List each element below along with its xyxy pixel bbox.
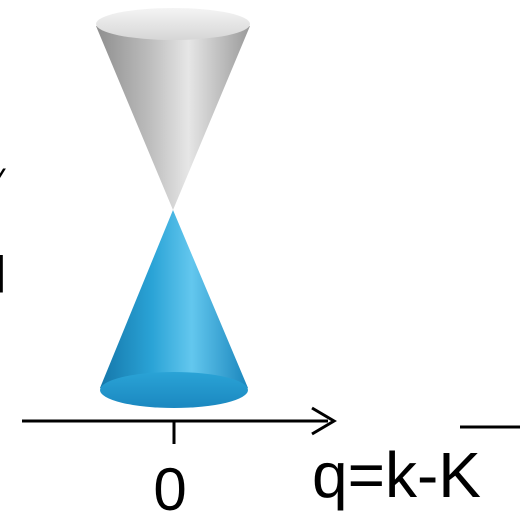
conduction-band-cone: [96, 8, 250, 210]
left-edge-glyph-bar: |: [0, 249, 6, 293]
lower-cone-base: [100, 372, 248, 408]
upper-cone-body: [96, 26, 250, 210]
left-edge-glyph-slash: ∕: [0, 161, 6, 205]
horizontal-axis: [22, 406, 337, 444]
lower-cone-body: [100, 210, 248, 404]
variable-label-text: q=k-K: [312, 439, 481, 511]
valence-band-cone: [100, 210, 248, 408]
origin-label: 0: [153, 456, 186, 517]
axis-arrowhead: [311, 406, 337, 436]
upper-cone-top-face: [96, 8, 250, 40]
variable-label: q=k-K: [312, 425, 520, 511]
